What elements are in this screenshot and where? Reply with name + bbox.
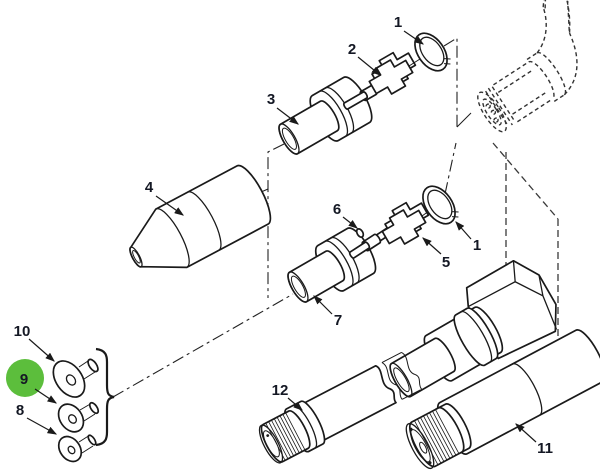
callout-11: 11: [515, 423, 553, 457]
callout-1-middle: 1: [455, 221, 481, 254]
callout-7: 7: [313, 295, 342, 329]
trumpet-cap-large: [52, 358, 99, 398]
callout-6: 6: [333, 201, 358, 229]
callout-10: 10: [14, 323, 55, 362]
callout-8: 8: [16, 402, 58, 435]
callout-label-2: 2: [348, 41, 356, 58]
leader-line: [342, 216, 358, 229]
leader-line: [26, 417, 58, 435]
trumpet-cap-small: [57, 434, 97, 463]
callout-3: 3: [267, 91, 299, 125]
o-ring-bead: [355, 228, 365, 238]
boot-cylinder: [129, 164, 272, 269]
callout-label-6: 6: [333, 201, 341, 218]
projection-lines: [112, 37, 559, 398]
callout-label-3: 3: [267, 91, 275, 108]
callout-label-8: 8: [16, 402, 24, 419]
leader-line: [455, 221, 472, 240]
leader-line: [276, 107, 299, 125]
callout-label-5: 5: [442, 254, 450, 271]
callout-2: 2: [348, 41, 381, 76]
callout-4: 4: [145, 179, 184, 216]
leader-line: [155, 195, 184, 216]
connector-body-upper: [278, 76, 373, 155]
callout-label-11: 11: [537, 440, 553, 457]
leader-line: [515, 423, 537, 443]
callout-9-highlighted[interactable]: 9: [6, 359, 57, 404]
angled-head-assembly: [389, 259, 558, 398]
group-brace: [95, 347, 115, 447]
leader-line: [422, 237, 442, 255]
wrench-tool-large: [405, 329, 600, 470]
leader-line: [313, 295, 333, 315]
retaining-ring-upper: [407, 26, 455, 78]
wrench-tool-small: [258, 351, 423, 464]
callout-label-7: 7: [334, 312, 342, 329]
callout-label-12: 12: [272, 382, 289, 399]
callout-label-1-middle: 1: [473, 237, 481, 254]
phantom-connector: [477, 0, 578, 133]
leader-line: [28, 338, 55, 362]
callout-label-9: 9: [20, 371, 28, 388]
callout-5: 5: [422, 237, 450, 271]
leader-line: [357, 56, 381, 76]
callout-label-1-upper: 1: [394, 14, 402, 31]
connector-body-middle: [287, 227, 377, 303]
trumpet-cap-medium: [57, 401, 100, 433]
callout-12: 12: [272, 382, 303, 411]
axis-line-upper: [408, 58, 421, 67]
callout-1-upper: 1: [394, 14, 424, 45]
callout-label-10: 10: [14, 323, 31, 340]
leader-line: [403, 30, 424, 45]
leader-line: [34, 388, 57, 404]
callout-label-4: 4: [145, 179, 154, 196]
highlight-circle[interactable]: [6, 359, 44, 397]
leader-line: [287, 397, 303, 411]
contact-pin-upper: [342, 84, 378, 110]
